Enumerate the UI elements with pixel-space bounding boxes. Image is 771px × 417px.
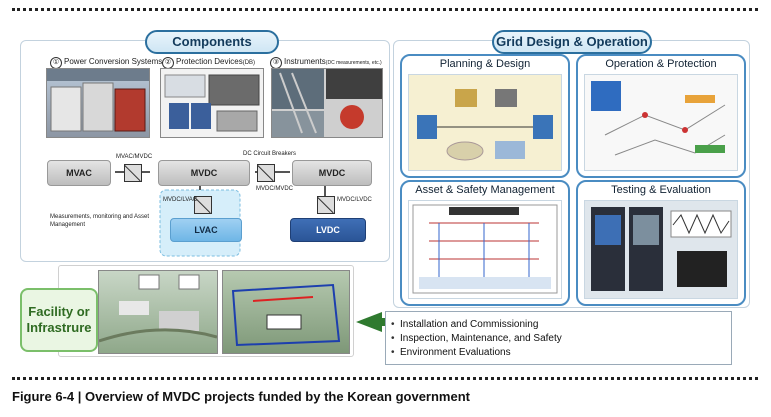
- planning-design-figure: [408, 74, 562, 171]
- asset-safety-title: Asset & Safety Management: [415, 184, 555, 196]
- testing-evaluation-card: Testing & Evaluation: [576, 180, 746, 306]
- mvdc-mvdc-converter-icon: [257, 164, 275, 182]
- mvdc-lvac-converter-icon: [194, 196, 212, 214]
- mvdc-mvdc-label: MVDC/MVDC: [256, 186, 293, 192]
- components-title: Components: [145, 30, 279, 54]
- operation-protection-title: Operation & Protection: [605, 58, 717, 70]
- planning-design-card: Planning & Design: [400, 54, 570, 178]
- activity-item: Inspection, Maintenance, and Safety: [391, 332, 731, 346]
- measurements-label: Measurements, monitoring and Asset Manag…: [50, 214, 150, 228]
- asset-safety-card: Asset & Safety Management: [400, 180, 570, 306]
- mvac-mvdc-converter-icon: [124, 164, 142, 182]
- protection-devices-photo: [160, 68, 264, 138]
- facility-aerial-photo: [98, 270, 218, 354]
- dc-circuit-breakers-label: DC Circuit Breakers: [243, 151, 297, 157]
- facility-label: Facility or Infrastrure: [26, 304, 92, 335]
- mvdc-right-node: MVDC: [292, 160, 372, 186]
- mvdc-lvdc-label: MVDC/LVDC: [337, 197, 372, 203]
- instruments-photo: [271, 68, 383, 138]
- asset-safety-figure: [408, 200, 562, 299]
- grid-title: Grid Design & Operation: [492, 30, 652, 54]
- mvdc-lvdc-converter-icon: [317, 196, 335, 214]
- mvac-node: MVAC: [47, 160, 111, 186]
- facility-activities-list: Installation and Commissioning Inspectio…: [385, 311, 732, 365]
- activity-item: Installation and Commissioning: [391, 318, 731, 332]
- facility-label-box: Facility or Infrastrure: [20, 288, 98, 352]
- operation-protection-card: Operation & Protection: [576, 54, 746, 178]
- lvac-node: LVAC: [170, 218, 242, 242]
- lvdc-node: LVDC: [290, 218, 366, 242]
- power-conversion-photo: [46, 68, 150, 138]
- mvac-mvdc-label: MVAC/MVDC: [116, 154, 153, 160]
- mvdc-center-node: MVDC: [158, 160, 250, 186]
- activity-item: Environment Evaluations: [391, 346, 731, 360]
- bottom-divider: [12, 377, 758, 380]
- operation-protection-figure: [584, 74, 738, 171]
- testing-evaluation-figure: [584, 200, 738, 299]
- mvdc-lvac-label: MVDC/LVAC: [163, 197, 198, 203]
- facility-site-map: [222, 270, 350, 354]
- planning-design-title: Planning & Design: [439, 58, 531, 70]
- top-divider: [12, 8, 758, 11]
- figure-caption: Figure 6-4 | Overview of MVDC projects f…: [12, 389, 470, 404]
- testing-evaluation-title: Testing & Evaluation: [611, 184, 711, 196]
